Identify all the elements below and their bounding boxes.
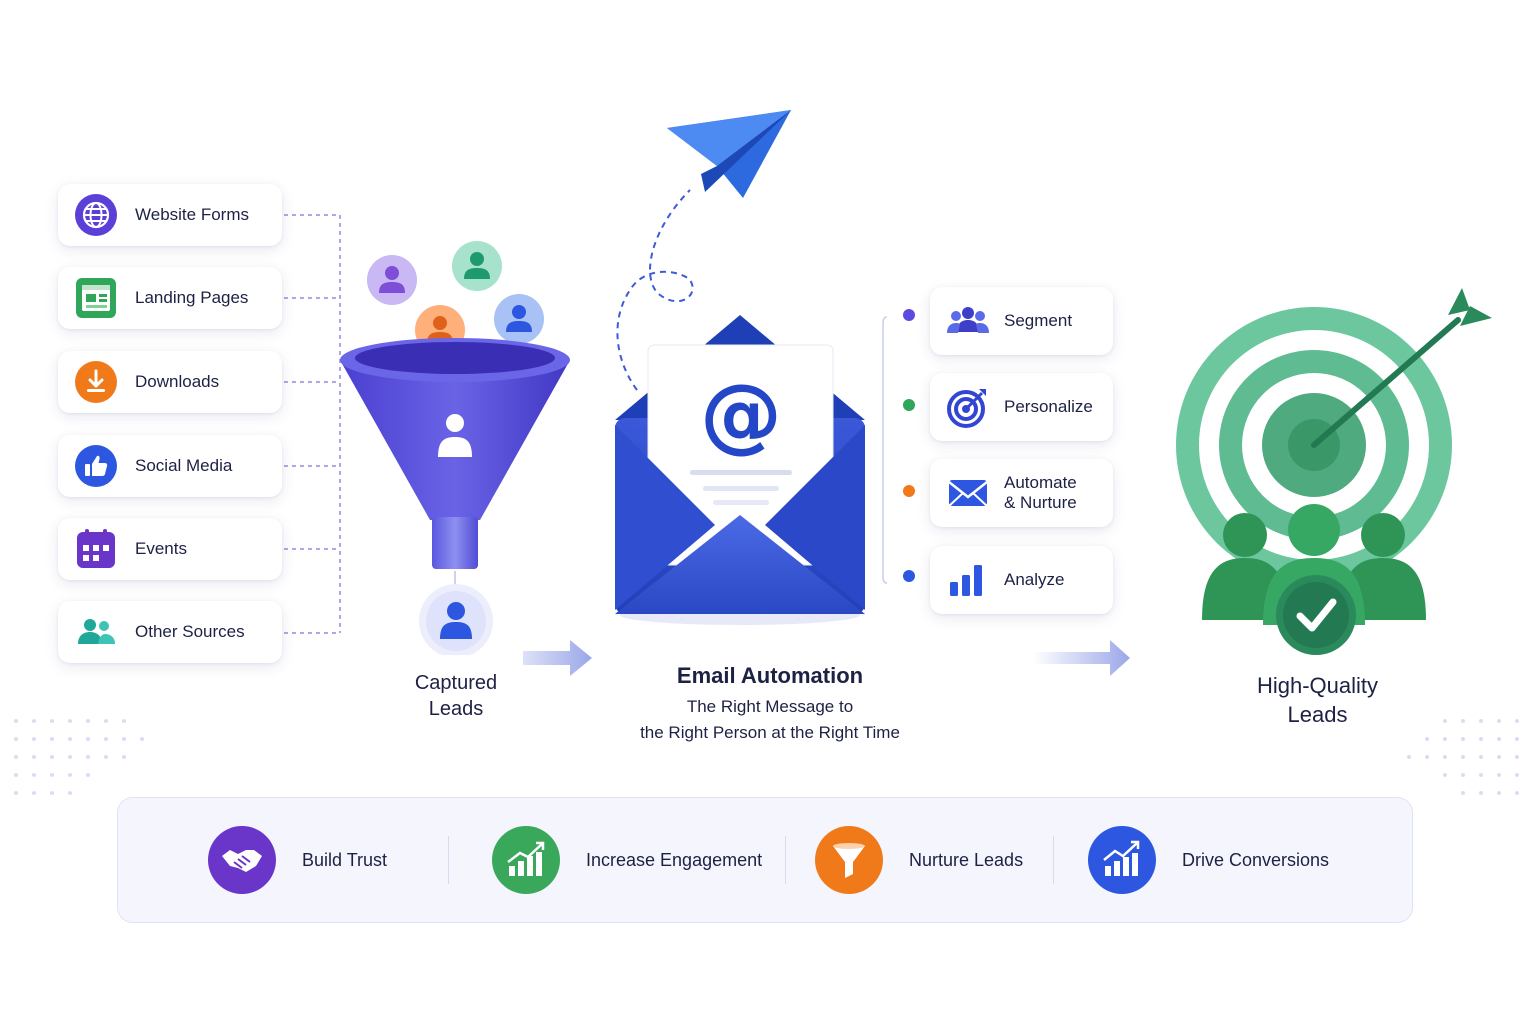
benefit-divider — [448, 836, 449, 884]
benefit-nurture-leads: Nurture Leads — [815, 798, 1023, 922]
source-label: Website Forms — [135, 205, 249, 224]
captured-leads-line1: Captured — [414, 672, 498, 694]
benefit-build-trust: Build Trust — [208, 798, 387, 922]
action-label: Analyze — [1004, 570, 1065, 589]
calendar-icon — [75, 528, 117, 570]
flow-arrow-1 — [523, 640, 592, 676]
benefit-label: Drive Conversions — [1182, 849, 1330, 870]
action-dot-analyze — [903, 570, 915, 582]
action-dot-personalize — [903, 399, 915, 411]
high-quality-leads-line1: High-Quality — [1256, 673, 1379, 698]
action-label: Segment — [1004, 311, 1073, 330]
people-icon — [75, 611, 117, 653]
paper-plane — [616, 110, 791, 391]
high-quality-leads-target — [1176, 288, 1492, 655]
lead-funnel — [340, 241, 570, 655]
action-card-segment[interactable]: Segment — [930, 287, 1113, 355]
email-automation-title: Email Automation — [676, 663, 864, 688]
captured-leads-line2: Leads — [428, 698, 484, 720]
globe-icon — [75, 194, 117, 236]
benefit-divider — [1053, 836, 1054, 884]
high-quality-leads-line2: Leads — [1287, 702, 1348, 727]
email-envelope — [615, 315, 865, 625]
floating-lead-avatars — [367, 241, 544, 355]
benefit-increase-engagement: Increase Engagement — [492, 798, 762, 922]
action-dot-automate — [903, 485, 915, 497]
action-label-line2: & Nurture — [1004, 493, 1077, 512]
benefit-label: Nurture Leads — [909, 849, 1024, 870]
target-icon — [946, 385, 990, 429]
action-dot-segment — [903, 309, 915, 321]
benefit-divider — [785, 836, 786, 884]
benefit-label: Increase Engagement — [586, 849, 763, 870]
source-card-social-media[interactable]: Social Media — [58, 435, 282, 497]
benefits-bar: Build Trust Increase Engagement Nurture … — [117, 797, 1413, 923]
action-card-automate-nurture[interactable]: Automate & Nurture — [930, 459, 1113, 527]
at-sign-icon: @ — [700, 367, 782, 462]
source-label: Landing Pages — [135, 288, 249, 307]
action-label: Automate & Nurture — [1004, 473, 1077, 513]
bar-chart-icon — [946, 558, 990, 602]
source-label: Downloads — [135, 372, 220, 391]
source-card-other-sources[interactable]: Other Sources — [58, 601, 282, 663]
captured-leads-caption: Captured Leads — [386, 670, 526, 722]
group-icon — [946, 299, 990, 343]
action-label: Personalize — [1004, 397, 1093, 416]
flow-arrow-2 — [1033, 640, 1130, 676]
source-label: Events — [135, 539, 187, 558]
action-label-line1: Automate — [1004, 473, 1077, 492]
email-automation-subtitle-line2: the Right Person at the Right Time — [640, 723, 900, 742]
benefit-label: Build Trust — [302, 849, 388, 870]
dot-grid-right — [1407, 719, 1519, 795]
source-label: Other Sources — [135, 622, 245, 641]
action-card-personalize[interactable]: Personalize — [930, 373, 1113, 441]
growth-chart-icon — [492, 826, 560, 894]
thumbs-up-icon — [75, 445, 117, 487]
download-icon — [75, 361, 117, 403]
source-label: Social Media — [135, 456, 233, 475]
envelope-icon — [946, 471, 990, 515]
action-connectors — [882, 316, 888, 584]
high-quality-leads-caption: High-Quality Leads — [1220, 671, 1415, 729]
rising-chart-icon — [1088, 826, 1156, 894]
funnel-icon — [815, 826, 883, 894]
source-connectors — [284, 214, 341, 634]
action-card-analyze[interactable]: Analyze — [930, 546, 1113, 614]
handshake-icon — [208, 826, 276, 894]
source-card-downloads[interactable]: Downloads — [58, 351, 282, 413]
benefit-drive-conversions: Drive Conversions — [1088, 798, 1329, 922]
email-automation-caption: Email Automation The Right Message to th… — [600, 662, 940, 746]
dot-grid-left — [14, 719, 144, 795]
email-automation-subtitle-line1: The Right Message to — [686, 697, 854, 716]
source-card-events[interactable]: Events — [58, 518, 282, 580]
source-card-landing-pages[interactable]: Landing Pages — [58, 267, 282, 329]
source-card-website-forms[interactable]: Website Forms — [58, 184, 282, 246]
landing-page-icon — [75, 277, 117, 319]
